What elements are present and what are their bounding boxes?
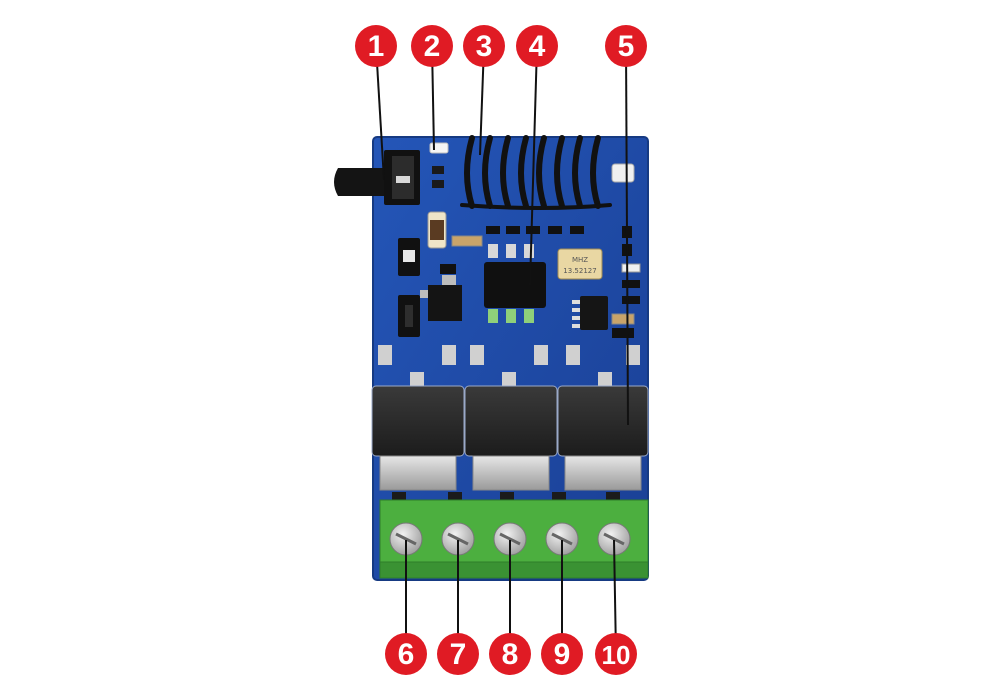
callout-marker-icon	[463, 25, 505, 67]
callout-number-4: 4	[529, 30, 546, 63]
callout-number-9: 9	[554, 638, 571, 671]
screw-terminal-icon	[493, 522, 527, 556]
callout-marker-9: 9	[541, 633, 583, 675]
callout-number-6: 6	[398, 638, 415, 671]
callout-line-5	[625, 45, 629, 426]
mosfet-1	[371, 345, 465, 491]
led-icon	[429, 142, 449, 154]
screw-terminal-icon	[389, 522, 423, 556]
callout-line-1	[375, 45, 385, 181]
callout-marker-2: 2	[411, 25, 453, 67]
crystal-oscillator: MHZ 13.52127	[557, 248, 603, 280]
screw-terminal-icon	[597, 522, 631, 556]
callout-marker-7: 7	[437, 633, 479, 675]
callout-number-8: 8	[502, 638, 519, 671]
callout-marker-icon	[385, 633, 427, 675]
callout-number-5: 5	[618, 30, 635, 63]
crystal-label-line2: 13.52127	[563, 267, 596, 275]
callout-marker-icon	[437, 633, 479, 675]
learn-button	[334, 150, 420, 205]
callout-number-3: 3	[476, 30, 493, 63]
callout-line-4	[529, 45, 538, 286]
callout-marker-icon	[489, 633, 531, 675]
callout-marker-icon	[516, 25, 558, 67]
callout-marker-icon	[605, 25, 647, 67]
callout-marker-icon	[595, 633, 637, 675]
callout-number-10: 10	[602, 640, 631, 670]
mosfet-2	[464, 345, 558, 491]
callout-marker-icon	[355, 25, 397, 67]
antenna-coil-icon	[460, 135, 612, 210]
callout-marker-icon	[411, 25, 453, 67]
callout-marker-10: 10	[595, 633, 637, 675]
antenna-pad	[611, 163, 635, 183]
callout-number-7: 7	[450, 638, 467, 671]
smd-components	[398, 166, 641, 338]
crystal-label-line1: MHZ	[572, 256, 588, 264]
callout-marker-icon	[541, 633, 583, 675]
voltage-regulator	[420, 275, 462, 321]
callout-marker-8: 8	[489, 633, 531, 675]
callout-marker-1: 1	[355, 25, 397, 67]
callout-number-2: 2	[424, 30, 441, 63]
callout-marker-6: 6	[385, 633, 427, 675]
small-ic	[572, 296, 608, 330]
callout-marker-5: 5	[605, 25, 647, 67]
mosfet-3	[557, 345, 649, 491]
callout-number-1: 1	[368, 30, 385, 63]
callout-marker-3: 3	[463, 25, 505, 67]
callout-marker-4: 4	[516, 25, 558, 67]
